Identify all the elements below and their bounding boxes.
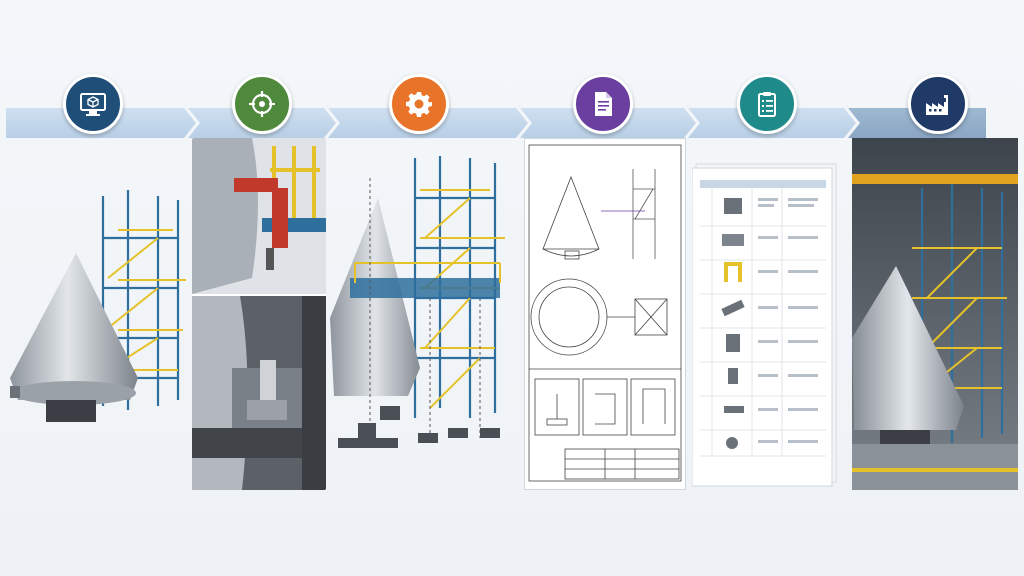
- red-clamp-bracket: [234, 178, 278, 192]
- panel-bom-sheet: [692, 138, 840, 490]
- clipboard-checklist-icon: [737, 74, 797, 134]
- monitor-cube-icon: [63, 74, 123, 134]
- factory-icon: [908, 74, 968, 134]
- cone-shell: [10, 253, 138, 400]
- panel-3d-model: [8, 138, 188, 490]
- base-anchors: [338, 406, 500, 448]
- panel-factory-installation: [852, 138, 1018, 490]
- gear-icon: [389, 74, 449, 134]
- document-icon: [573, 74, 633, 134]
- platform: [350, 278, 500, 298]
- panel-exploded-assembly: [330, 138, 520, 490]
- target-crosshair-icon: [232, 74, 292, 134]
- process-banner: [6, 108, 1018, 138]
- bom-part-icons: [721, 198, 745, 449]
- cone-base: [46, 400, 96, 422]
- overhead-crane: [852, 174, 1018, 184]
- panel-details: [192, 138, 326, 490]
- panel-technical-drawing: [524, 138, 686, 490]
